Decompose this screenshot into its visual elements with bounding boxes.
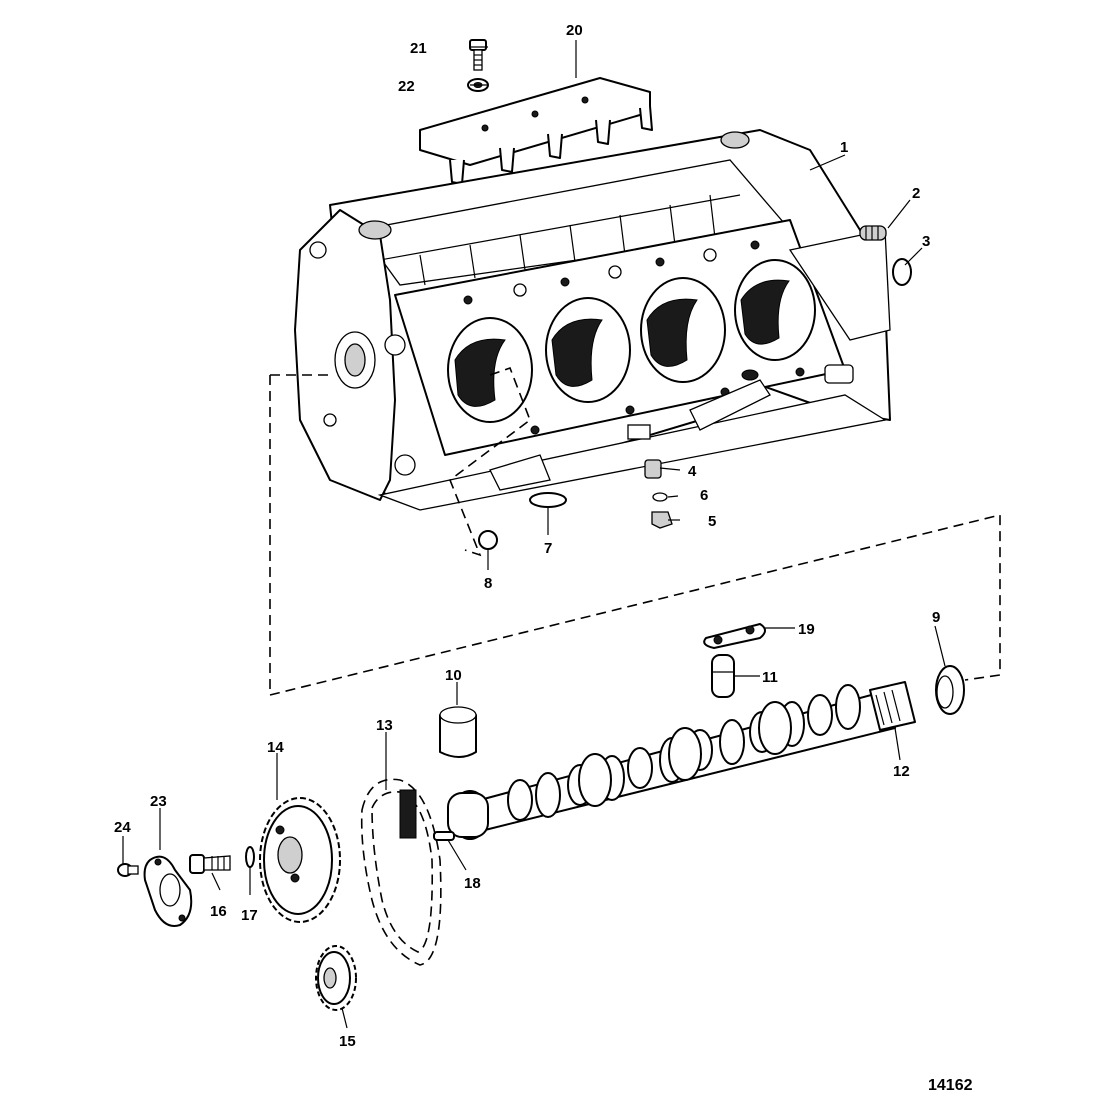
callout-19: 19 (798, 621, 815, 638)
callout-20: 20 (566, 22, 583, 39)
fitting-5 (651, 511, 673, 529)
callout-14: 14 (267, 739, 284, 756)
callout-15: 15 (339, 1033, 356, 1050)
dowel-8 (478, 530, 498, 550)
callout-7: 7 (544, 540, 552, 557)
cylinder-block (294, 129, 891, 511)
figure-number: 14162 (928, 1077, 973, 1094)
o-ring-6 (652, 492, 668, 502)
washer-17 (245, 846, 255, 868)
callout-11: 11 (762, 669, 778, 686)
assembly-path (269, 366, 1001, 697)
plug-2 (859, 225, 887, 241)
thrust-plate-23 (143, 855, 193, 927)
lifter-guide-retainer (419, 77, 653, 185)
callout-18: 18 (464, 875, 481, 892)
camshaft-12 (447, 681, 916, 840)
callout-6: 6 (700, 487, 708, 504)
dowel-pin-18 (433, 831, 455, 841)
callout-2: 2 (912, 185, 920, 202)
callout-21: 21 (410, 40, 427, 57)
cup-plug-3 (892, 258, 912, 286)
callout-22: 22 (398, 78, 415, 95)
callout-17: 17 (241, 907, 258, 924)
callout-13: 13 (376, 717, 393, 734)
lifter-link-19 (703, 623, 766, 649)
callout-24: 24 (114, 819, 131, 836)
callout-10: 10 (445, 667, 462, 684)
bearing-7 (529, 492, 567, 508)
callout-3: 3 (922, 233, 930, 250)
callout-23: 23 (150, 793, 167, 810)
leader-lines (122, 40, 946, 1029)
crank-sprocket-15 (315, 945, 357, 1011)
cam-sprocket-14 (259, 797, 341, 923)
cam-bearing-9 (935, 665, 965, 715)
fitting-4 (644, 459, 662, 479)
callout-1: 1 (840, 139, 848, 156)
callout-4: 4 (688, 463, 697, 480)
screw-24 (117, 863, 139, 877)
callout-12: 12 (893, 763, 910, 780)
callout-9: 9 (932, 609, 940, 626)
callout-5: 5 (708, 513, 716, 530)
callout-8: 8 (484, 575, 492, 592)
lifter-11 (711, 654, 735, 698)
timing-chain-13 (360, 778, 442, 966)
cam-bearing-10 (439, 706, 477, 758)
callout-16: 16 (210, 903, 227, 920)
bolt-16 (189, 854, 231, 874)
callout-labels: 1 2 3 4 5 6 7 8 9 10 11 12 13 14 15 16 1… (114, 22, 940, 1050)
bolt-21 (469, 39, 487, 71)
